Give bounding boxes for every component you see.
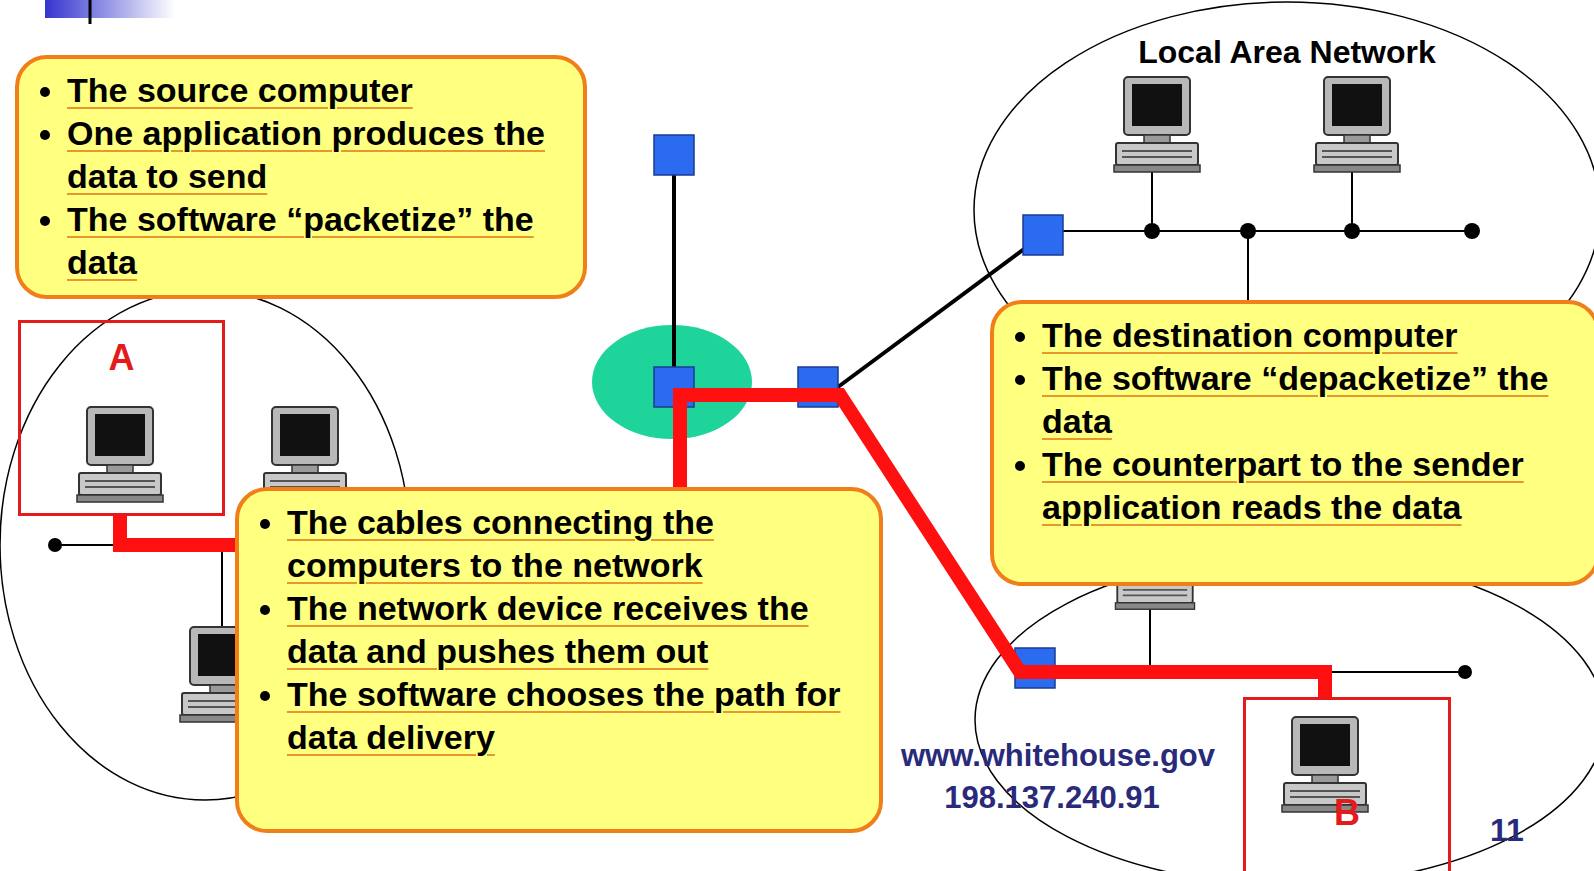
bullet-list: The source computerOne application produ… xyxy=(33,69,567,284)
bus-end xyxy=(1458,665,1472,679)
host-letter: A xyxy=(21,337,222,379)
bullet-text: The counterpart to the sender applicatio… xyxy=(1042,443,1580,529)
bullet-text: The destination computer xyxy=(1042,314,1580,357)
bullet-text: The cables connecting the computers to t… xyxy=(287,501,863,587)
backbone-link xyxy=(672,175,676,385)
drop-wire xyxy=(1247,231,1249,305)
drop-wire xyxy=(221,545,223,640)
callout-box: The destination computerThe software “de… xyxy=(990,300,1594,586)
bus-end xyxy=(1464,223,1480,239)
bullet-text: The software chooses the path for data d… xyxy=(287,673,863,759)
title-bar xyxy=(45,0,175,18)
title-bar-tick xyxy=(89,0,92,24)
computer-icon xyxy=(1314,77,1400,172)
drop-wire xyxy=(1151,165,1153,231)
page-number: 11 xyxy=(1490,812,1524,849)
bullet-text: The software “depacketize” the data xyxy=(1042,357,1580,443)
bullet-text: The network device receives the data and… xyxy=(287,587,863,673)
computer-icon xyxy=(77,407,163,502)
host-box: B xyxy=(1243,697,1451,871)
bullet-text: One application produces the data to sen… xyxy=(67,112,567,198)
url-label: www.whitehouse.gov xyxy=(901,738,1215,774)
drop-wire xyxy=(1149,600,1151,672)
callout-box: The source computerOne application produ… xyxy=(15,55,587,299)
bullet-text: The software “packetize” the data xyxy=(67,198,567,284)
computer-icon xyxy=(1114,77,1200,172)
router xyxy=(654,135,694,175)
bullet-text: The source computer xyxy=(67,69,567,112)
host-box: A xyxy=(18,320,225,516)
router xyxy=(1023,215,1063,255)
lan-bus xyxy=(1063,230,1472,232)
lan-outline xyxy=(975,555,1594,871)
drop-wire xyxy=(1351,165,1353,231)
bullet-list: The destination computerThe software “de… xyxy=(1008,314,1580,529)
region-title: Local Area Network xyxy=(972,34,1594,71)
callout-box: The cables connecting the computers to t… xyxy=(235,487,883,833)
bus-end xyxy=(48,538,62,552)
host-letter: B xyxy=(1246,792,1448,834)
bullet-list: The cables connecting the computers to t… xyxy=(253,501,863,759)
ip-label: 198.137.240.91 xyxy=(944,780,1160,816)
